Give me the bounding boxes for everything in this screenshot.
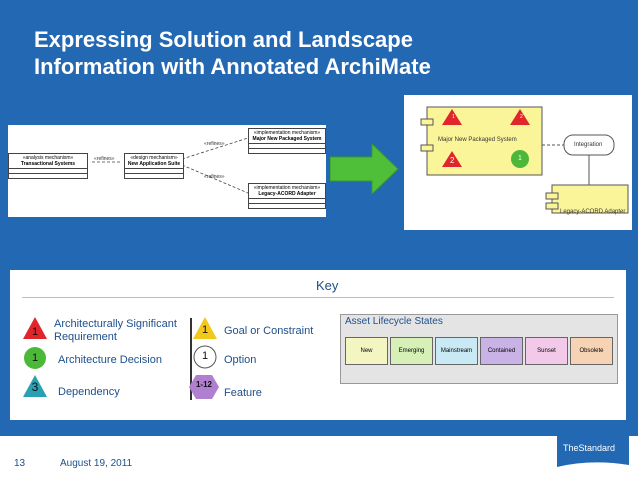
key-title: Key — [316, 278, 339, 293]
lifecycle-state-obsolete: Obsolete — [570, 337, 613, 365]
archimate-badge-br: 1 — [518, 155, 522, 162]
lifecycle-state-sunset: Sunset — [525, 337, 568, 365]
lifecycle-state-contained: Contained — [480, 337, 523, 365]
goal-triangle-icon — [193, 317, 217, 339]
goal-label: Goal or Constraint — [224, 325, 314, 337]
refines-label-3: «refines» — [204, 174, 225, 180]
page-number: 13 — [14, 458, 26, 469]
impl1-stereotype: «implementation mechanism» — [253, 130, 321, 136]
archimate-badge-tl: 1 — [452, 114, 455, 120]
integration-label: Integration — [574, 142, 603, 148]
uml-diagram-panel: «analysis mechanism»Transactional System… — [8, 125, 326, 217]
adapter-label: Legacy-ACORD Adapter — [560, 209, 626, 215]
asr-triangle-icon — [23, 317, 47, 339]
archimate-badge-tr: 2 — [520, 114, 523, 120]
system-name: Major New Packaged System — [438, 137, 517, 143]
design-name: New Application Suite — [127, 161, 181, 167]
refines-label-2: «refines» — [204, 141, 225, 147]
design-mechanism-box: «design mechanism»New Application Suite — [124, 153, 184, 179]
decision-circle-icon — [24, 347, 46, 369]
lifecycle-title: Asset Lifecycle States — [345, 316, 443, 327]
asr-label-line-1: Architecturally Significant — [54, 318, 177, 330]
lifecycle-state-mainstream: Mainstream — [435, 337, 478, 365]
dependency-triangle-icon — [23, 375, 47, 397]
feature-number: 1-12 — [195, 380, 212, 389]
impl-mechanism-box-2: «implementation mechanism»Legacy-ACORD A… — [248, 183, 326, 209]
feature-hexagon-icon — [189, 375, 219, 399]
dependency-number: 3 — [31, 380, 39, 394]
decision-label: Architecture Decision — [58, 354, 162, 366]
option-circle-icon — [193, 345, 217, 369]
option-number: 1 — [201, 350, 209, 362]
uml-connectors — [92, 137, 249, 194]
archimate-badge-bl: 2 — [450, 156, 455, 165]
key-panel: Key 1 Architecturally Significant Requir… — [10, 270, 626, 420]
title-line-2: Information with Annotated ArchiMate — [34, 54, 431, 79]
logo-text: TheStandard — [563, 443, 615, 453]
impl-mechanism-box-1: «implementation mechanism»Major New Pack… — [248, 128, 326, 154]
asr-label-line-2: Requirement — [54, 331, 117, 343]
key-vertical-divider — [190, 318, 192, 400]
analysis-mechanism-box: «analysis mechanism»Transactional System… — [8, 153, 88, 179]
key-divider — [22, 297, 614, 298]
footer-date: August 19, 2011 — [60, 458, 133, 469]
dependency-label: Dependency — [58, 386, 120, 398]
impl1-name: Major New Packaged System — [252, 136, 322, 142]
lifecycle-state-emerging: Emerging — [390, 337, 433, 365]
asr-label: Architecturally Significant Requirement — [54, 318, 177, 344]
impl2-name: Legacy-ACORD Adapter — [258, 191, 316, 197]
lifecycle-state-new: New — [345, 337, 388, 365]
green-arrow-icon — [330, 144, 399, 194]
goal-number: 1 — [201, 324, 209, 336]
feature-label: Feature — [224, 387, 262, 399]
analysis-name: Transactional Systems — [20, 161, 76, 167]
the-standard-logo-icon: TheStandard — [557, 428, 629, 467]
impl2-stereotype: «implementation mechanism» — [253, 185, 321, 191]
archimate-diagram-panel: 1 2 2 1 Major New Packaged System Integr… — [404, 95, 632, 230]
analysis-stereotype: «analysis mechanism» — [22, 155, 74, 161]
slide-title: Expressing Solution and Landscape Inform… — [34, 26, 594, 80]
decision-number: 1 — [31, 352, 39, 364]
asr-number: 1 — [31, 326, 39, 338]
design-stereotype: «design mechanism» — [130, 155, 178, 161]
title-line-1: Expressing Solution and Landscape — [34, 27, 413, 52]
refines-label-1: «refines» — [94, 156, 115, 162]
archimate-shapes — [420, 106, 629, 214]
option-label: Option — [224, 354, 257, 366]
